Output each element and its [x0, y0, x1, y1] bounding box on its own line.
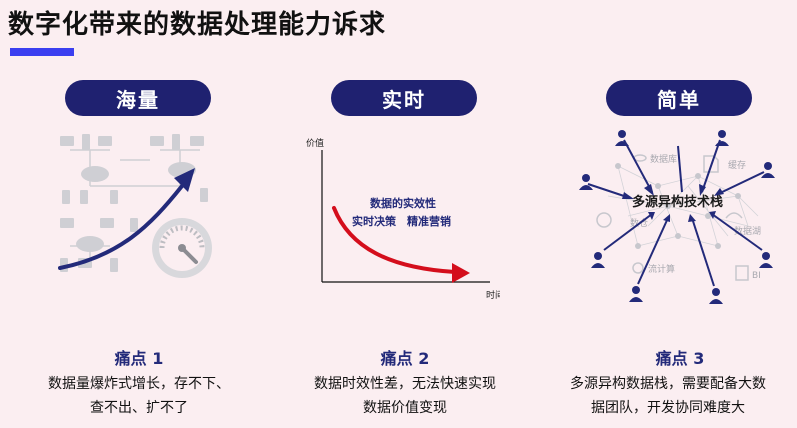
pain-point-3-desc-line1: 多源异构数据栈，需要配备大数 — [570, 376, 766, 392]
pain-point-1-desc-line2: 查不出、扩不了 — [90, 400, 188, 416]
pain-point-1-title: 痛点 1 — [114, 349, 164, 368]
growth-arrowhead — [174, 168, 195, 192]
chart-annotation-line2: 实时决策 精准营销 — [352, 214, 451, 228]
lake-icon — [725, 212, 743, 219]
pain-point-3-desc-line2: 据团队，开发协同难度大 — [591, 400, 745, 416]
y-axis-label: 价值 — [306, 137, 324, 149]
person-icon — [629, 286, 643, 302]
growth-arrow — [58, 184, 184, 270]
pill-simple: 简单 — [606, 80, 752, 116]
node-label-database: 数据库 — [650, 153, 677, 165]
center-label: 多源异构技术栈 — [632, 194, 723, 210]
gauge-icon — [152, 218, 212, 278]
stream-icon — [632, 262, 644, 274]
team-arrows — [587, 139, 765, 287]
pain-point-2-desc-line2: 数据价值变现 — [363, 400, 447, 416]
pain-point-2-title: 痛点 2 — [380, 349, 430, 368]
title-accent-bar — [10, 48, 74, 56]
decay-curve — [332, 206, 457, 274]
node-label-cache: 缓存 — [728, 159, 746, 171]
bi-icon — [735, 265, 749, 281]
node-label-lake: 数据湖 — [734, 225, 761, 237]
pain-point-1-desc: 数据量爆炸式增长，存不下、 查不出、扩不了 — [14, 372, 264, 420]
pain-point-2-desc: 数据时效性差，无法快速实现 数据价值变现 — [280, 372, 530, 420]
pill-realtime: 实时 — [331, 80, 477, 116]
decay-arrowhead — [452, 263, 470, 283]
person-icon — [761, 162, 775, 178]
pain-point-3-desc: 多源异构数据栈，需要配备大数 据团队，开发协同难度大 — [548, 372, 788, 420]
pill-massive: 海量 — [65, 80, 211, 116]
pain-point-3-title: 痛点 3 — [655, 349, 705, 368]
chart-annotation-line1: 数据的实效性 — [370, 196, 436, 210]
team-person-icons — [579, 130, 775, 304]
node-label-bi: BI — [752, 271, 761, 281]
person-icon — [759, 252, 773, 268]
device-icons — [60, 134, 208, 272]
person-icon — [715, 130, 729, 146]
person-icon — [615, 130, 629, 146]
x-axis-label: 时间 — [486, 289, 500, 301]
node-label-stream: 流计算 — [648, 263, 675, 275]
pain-point-2-desc-line1: 数据时效性差，无法快速实现 — [314, 376, 496, 392]
tech-stack-network: 数据库 缓存 数仓 数据湖 流计算 BI 多源异构技术栈 — [579, 130, 775, 304]
page-title: 数字化带来的数据处理能力诉求 — [8, 10, 387, 40]
cache-icon — [703, 155, 719, 173]
pain-point-1-desc-line1: 数据量爆炸式增长，存不下、 — [48, 376, 230, 392]
person-icon — [709, 288, 723, 304]
pie-chart-icon — [596, 212, 612, 228]
massive-data-illustration — [58, 134, 212, 278]
person-icon — [579, 174, 593, 190]
person-icon — [591, 252, 605, 268]
realtime-value-chart: 价值 时间 数据的实效性 实时决策 精准营销 — [306, 137, 500, 301]
